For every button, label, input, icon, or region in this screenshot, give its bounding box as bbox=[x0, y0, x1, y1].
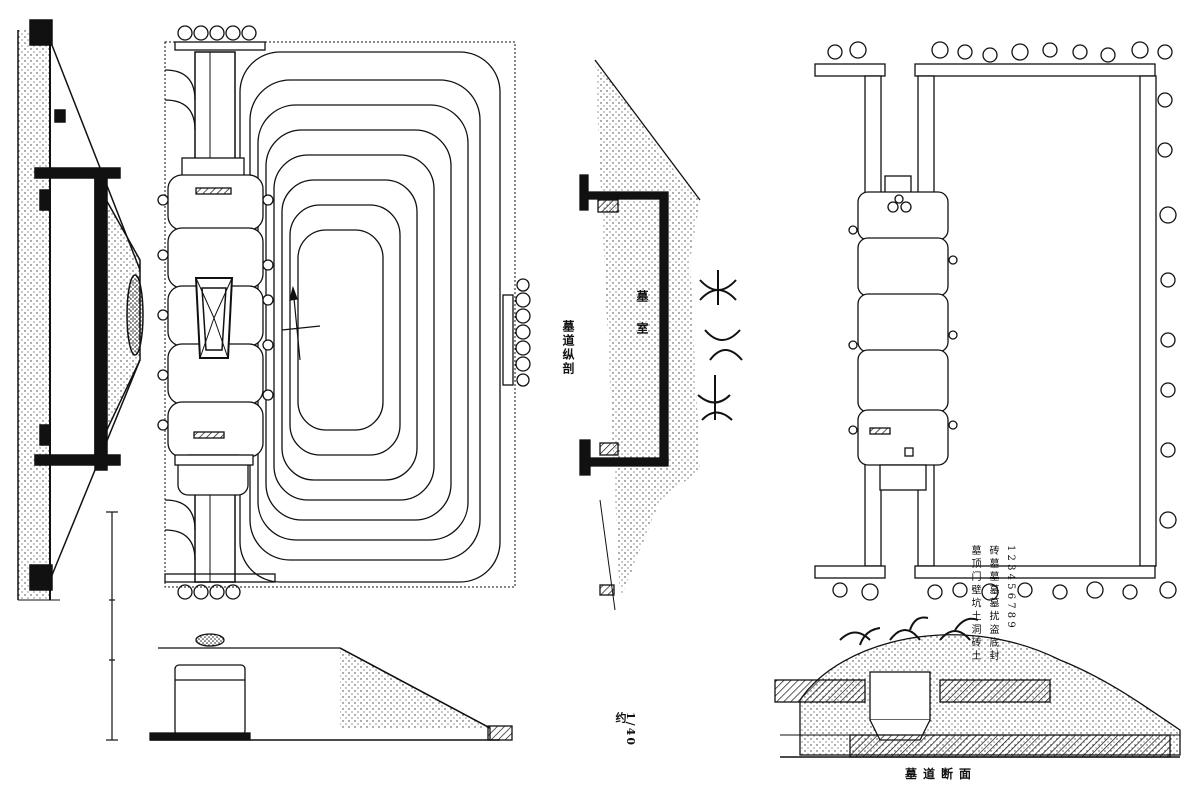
right-chamber bbox=[848, 175, 958, 491]
tomb-section-label: 墓室 bbox=[635, 290, 649, 354]
side-section-label: 墓道纵剖 bbox=[561, 320, 575, 376]
middle-section bbox=[579, 59, 743, 611]
right-top-cobbles bbox=[814, 41, 1173, 77]
right-bottom-cobbles bbox=[814, 565, 1156, 601]
legend-column: 砖 墓 墓 墓 墓 扰 盗 底 封 bbox=[987, 545, 998, 661]
scale-bar bbox=[106, 511, 118, 741]
legend-column: 1 2 3 4 5 6 7 8 9 bbox=[1005, 545, 1016, 628]
legend: 1 2 3 4 5 6 7 8 9 砖 墓 墓 墓 墓 扰 盗 底 封 墓 顶 … bbox=[680, 545, 1016, 660]
contour-plan bbox=[157, 25, 531, 600]
right-plan bbox=[814, 41, 1177, 601]
cross-ornaments bbox=[839, 616, 979, 646]
left-profile-section bbox=[17, 19, 144, 601]
bottom-right-label: 墓道断面 bbox=[905, 767, 978, 781]
longitudinal-section bbox=[149, 633, 513, 741]
scale-ratio: 1/40 bbox=[624, 712, 637, 747]
scale-prefix: 约 bbox=[614, 712, 627, 725]
bottom-cobbles bbox=[164, 573, 276, 600]
ornament-motifs bbox=[697, 270, 743, 421]
right-stones bbox=[502, 278, 531, 387]
tomb-chamber-plan bbox=[157, 157, 274, 496]
north-arrow-icon bbox=[281, 285, 321, 361]
cross-section bbox=[774, 616, 1181, 758]
top-cobbles bbox=[174, 25, 266, 51]
legend-column: 墓 顶 门 壁 坑 土 洞 砖 土 bbox=[969, 545, 980, 661]
